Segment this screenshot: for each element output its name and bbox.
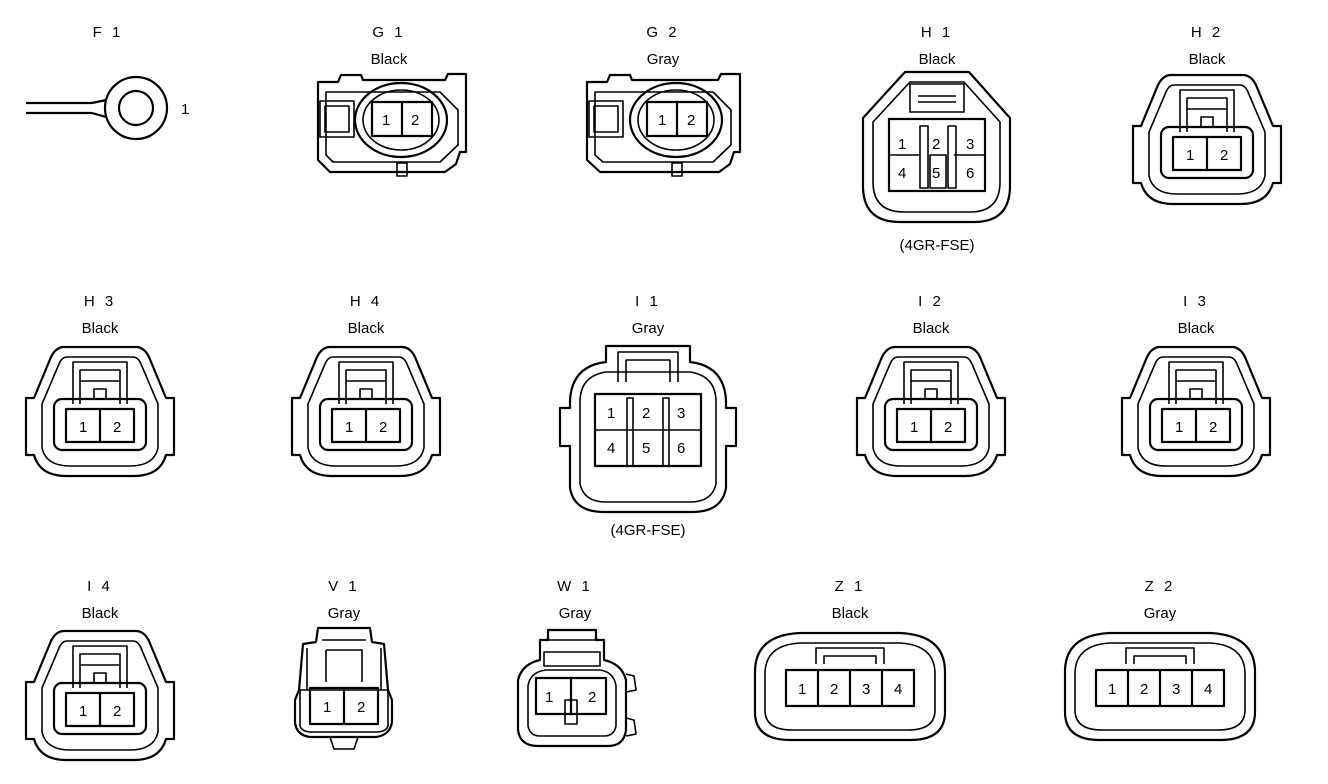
connector-i4-code: I 4 [87, 578, 113, 595]
connector-w1-face: 1 2 [516, 628, 637, 748]
connector-h2-color: Black [1188, 51, 1226, 68]
connector-g1-code: G 1 [372, 24, 406, 41]
pin-label: 1 [345, 419, 353, 436]
connector-g2-color: Gray [646, 51, 680, 68]
connector-w1-color: Gray [558, 605, 592, 622]
pin-label: 4 [898, 165, 906, 182]
connector-h4-face: 1 2 [290, 345, 442, 478]
connector-z1-color: Black [831, 605, 869, 622]
pin-label: 1 [323, 699, 331, 716]
pin-label: 1 [798, 681, 806, 698]
connector-i1-face: 1 2 3 4 5 6 [558, 344, 738, 514]
pin-label: 2 [944, 419, 952, 436]
pin-label: 2 [687, 112, 695, 129]
connector-z1-face: 1 2 3 4 [753, 631, 947, 742]
connector-h3-code: H 3 [83, 293, 117, 310]
connector-h3-face: 1 2 [24, 345, 176, 478]
pin-label: 6 [966, 165, 974, 182]
connector-v1-code: V 1 [328, 578, 360, 595]
pin-label: 2 [932, 136, 940, 153]
pin-label: 2 [1220, 147, 1228, 164]
pin-label: 5 [932, 165, 940, 182]
connector-h3-color: Black [81, 320, 119, 337]
connector-h1-note: (4GR-FSE) [899, 237, 975, 254]
pin-label: 1 [79, 419, 87, 436]
pin-label: 3 [677, 405, 685, 422]
pin-label: 1 [910, 419, 918, 436]
pin-label: 1 [658, 112, 666, 129]
pin-label: 1 [1108, 681, 1116, 698]
connector-i3-code: I 3 [1183, 293, 1209, 310]
pin-label: 6 [677, 440, 685, 457]
connector-i2-face: 1 2 [855, 345, 1007, 478]
connector-v1-color: Gray [327, 605, 361, 622]
connector-i2-color: Black [912, 320, 950, 337]
connector-h1-color: Black [918, 51, 956, 68]
connector-i2-code: I 2 [918, 293, 944, 310]
pin-label: 3 [1172, 681, 1180, 698]
connector-f1-code: F 1 [92, 24, 124, 41]
connector-i4-color: Black [81, 605, 119, 622]
connector-i4-face: 1 2 [24, 629, 176, 762]
connector-h1-face: 1 2 3 4 5 6 [861, 70, 1012, 224]
connector-i1-note: (4GR-FSE) [610, 522, 686, 539]
connector-i3-face: 1 2 [1120, 345, 1272, 478]
connector-h2-code: H 2 [1190, 24, 1224, 41]
pin-label: 4 [1204, 681, 1212, 698]
connector-z2-code: Z 2 [1144, 578, 1176, 595]
connector-g2-face: 1 2 [585, 72, 742, 177]
pin-label: 2 [588, 689, 596, 706]
connector-z2-color: Gray [1143, 605, 1177, 622]
pin-label: 1 [898, 136, 906, 153]
pin-label: 5 [642, 440, 650, 457]
pin-label: 2 [830, 681, 838, 698]
connector-z1-code: Z 1 [834, 578, 866, 595]
connector-i3-color: Black [1177, 320, 1215, 337]
pin-label: 3 [862, 681, 870, 698]
pin-label: 1 [607, 405, 615, 422]
pin-label: 1 [382, 112, 390, 129]
connector-g1-color: Black [370, 51, 408, 68]
pin-label: 3 [966, 136, 974, 153]
connector-h1-code: H 1 [920, 24, 954, 41]
pin-label: 1 [545, 689, 553, 706]
pin-label: 2 [411, 112, 419, 129]
connector-z2-face: 1 2 3 4 [1063, 631, 1257, 742]
connector-i1-code: I 1 [635, 293, 661, 310]
pin-label: 4 [607, 440, 615, 457]
pin-label: 1 [1186, 147, 1194, 164]
pin-label: 2 [113, 419, 121, 436]
connector-g2-code: G 2 [646, 24, 680, 41]
connector-i1-color: Gray [631, 320, 665, 337]
connector-v1-face: 1 2 [293, 626, 394, 750]
connector-h4-color: Black [347, 320, 385, 337]
pin-label: 1 [79, 703, 87, 720]
connector-f1-terminal-number: 1 [181, 101, 189, 118]
pin-label: 2 [1209, 419, 1217, 436]
connector-h4-code: H 4 [349, 293, 383, 310]
pin-label: 2 [1140, 681, 1148, 698]
connector-h2-face: 1 2 [1131, 73, 1283, 206]
pin-label: 2 [357, 699, 365, 716]
connector-f1-ring-terminal: 1 [26, 75, 189, 141]
connector-w1-code: W 1 [557, 578, 593, 595]
pin-label: 2 [379, 419, 387, 436]
pin-label: 2 [642, 405, 650, 422]
pin-label: 1 [1175, 419, 1183, 436]
pin-label: 4 [894, 681, 902, 698]
pin-label: 2 [113, 703, 121, 720]
connector-g1-face: 1 2 [316, 72, 468, 177]
